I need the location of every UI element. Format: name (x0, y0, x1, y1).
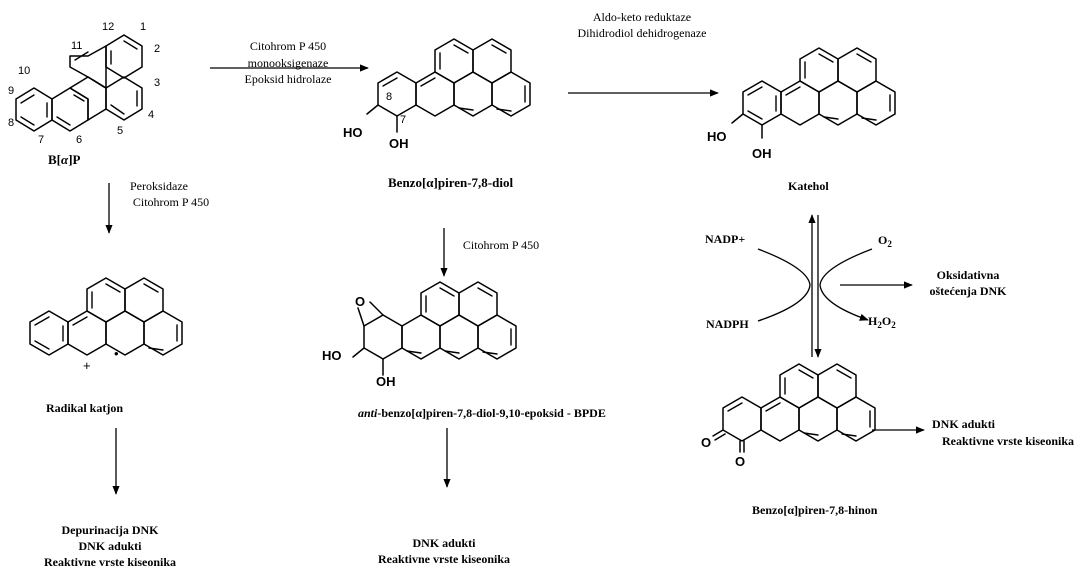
redox-o2: O2 (878, 233, 892, 249)
quinone-outcome-1: DNK adukti (932, 417, 996, 431)
bap-label: B[α]P (48, 152, 81, 167)
atom-number-11: 11 (71, 40, 82, 52)
enzyme-step1-c: Epoksid hidrolaze (245, 72, 332, 86)
bpde-label: anti-benzo[α]piren-7,8-diol-9,10-epoksid… (358, 406, 606, 420)
atom-number-12: 12 (102, 21, 114, 33)
bpde-outcome-2: Reaktivne vrste kiseonika (378, 552, 510, 566)
atom-number-5: 5 (117, 125, 123, 137)
enzyme-step2-a: Aldo-keto reduktaze (593, 10, 691, 24)
katehol-ho: HO (707, 129, 727, 144)
bpde-oh: OH (376, 374, 396, 389)
arrow-nadp-curve (757, 248, 811, 322)
bpde-ho: HO (322, 348, 342, 363)
cation-outcome-1: Depurinacija DNK (62, 523, 160, 537)
redox-nadph: NADPH (706, 317, 749, 331)
cation-outcome-2: DNK adukti (78, 539, 142, 553)
katehol-structure (731, 47, 896, 139)
katehol-label: Katehol (788, 179, 829, 193)
bpde-structure (352, 281, 517, 376)
katehol-oh: OH (752, 146, 772, 161)
radical-cation-structure (29, 277, 183, 356)
quinone-label: Benzo[α]piren-7,8-hinon (752, 503, 878, 517)
diol-ho: HO (343, 125, 363, 140)
atom-number-1: 1 (140, 21, 146, 33)
enzyme-step2-b: Dihidrodiol dehidrogenaze (578, 26, 707, 40)
oxidative-damage-2: oštećenja DNK (930, 284, 1008, 298)
diol-position-8: 8 (386, 91, 392, 103)
oxidative-damage-1: Oksidativna (937, 268, 1000, 282)
atom-number-7: 7 (38, 134, 44, 146)
enzyme-step1-b: monooksigenaze (248, 56, 329, 70)
atom-number-4: 4 (148, 109, 154, 121)
atom-number-2: 2 (154, 43, 160, 55)
diol-position-7: 7 (400, 114, 406, 126)
quinone-o-bottom: O (735, 454, 745, 469)
redox-h2o2: H2O2 (868, 314, 896, 330)
enzyme-peroksidaze: Peroksidaze (130, 179, 188, 193)
diol-oh: OH (389, 136, 409, 151)
quinone-structure (712, 363, 876, 453)
cation-plus: + (83, 358, 91, 373)
atom-number-8: 8 (8, 117, 14, 129)
bpde-epoxide-o: O (355, 294, 365, 309)
bap-structure: 1 2 3 4 5 6 7 8 9 10 11 12 (8, 21, 160, 146)
cation-radical-dot: • (114, 346, 119, 361)
enzyme-peroks-cyp: Citohrom P 450 (133, 195, 209, 209)
enzyme-bpde-step: Citohrom P 450 (463, 238, 539, 252)
cation-outcome-3: Reaktivne vrste kiseonika (44, 555, 176, 569)
quinone-o-left: O (701, 435, 711, 450)
atom-number-10: 10 (18, 65, 30, 77)
atom-number-6: 6 (76, 134, 82, 146)
atom-number-3: 3 (154, 77, 160, 89)
atom-number-9: 9 (8, 85, 14, 97)
enzyme-step1-a: Citohrom P 450 (250, 39, 326, 53)
diol-label: Benzo[α]piren-7,8-diol (388, 175, 513, 190)
redox-nadp: NADP+ (705, 232, 745, 246)
arrow-o2-curve (819, 248, 873, 321)
bpde-outcome-1: DNK adukti (412, 536, 476, 550)
diol-structure (366, 38, 531, 133)
quinone-outcome-2: Reaktivne vrste kiseonika (942, 434, 1074, 448)
bap-atom-numbers: 1 2 3 4 5 6 7 8 9 10 11 12 (8, 21, 160, 146)
cation-label: Radikal katjon (46, 401, 123, 415)
